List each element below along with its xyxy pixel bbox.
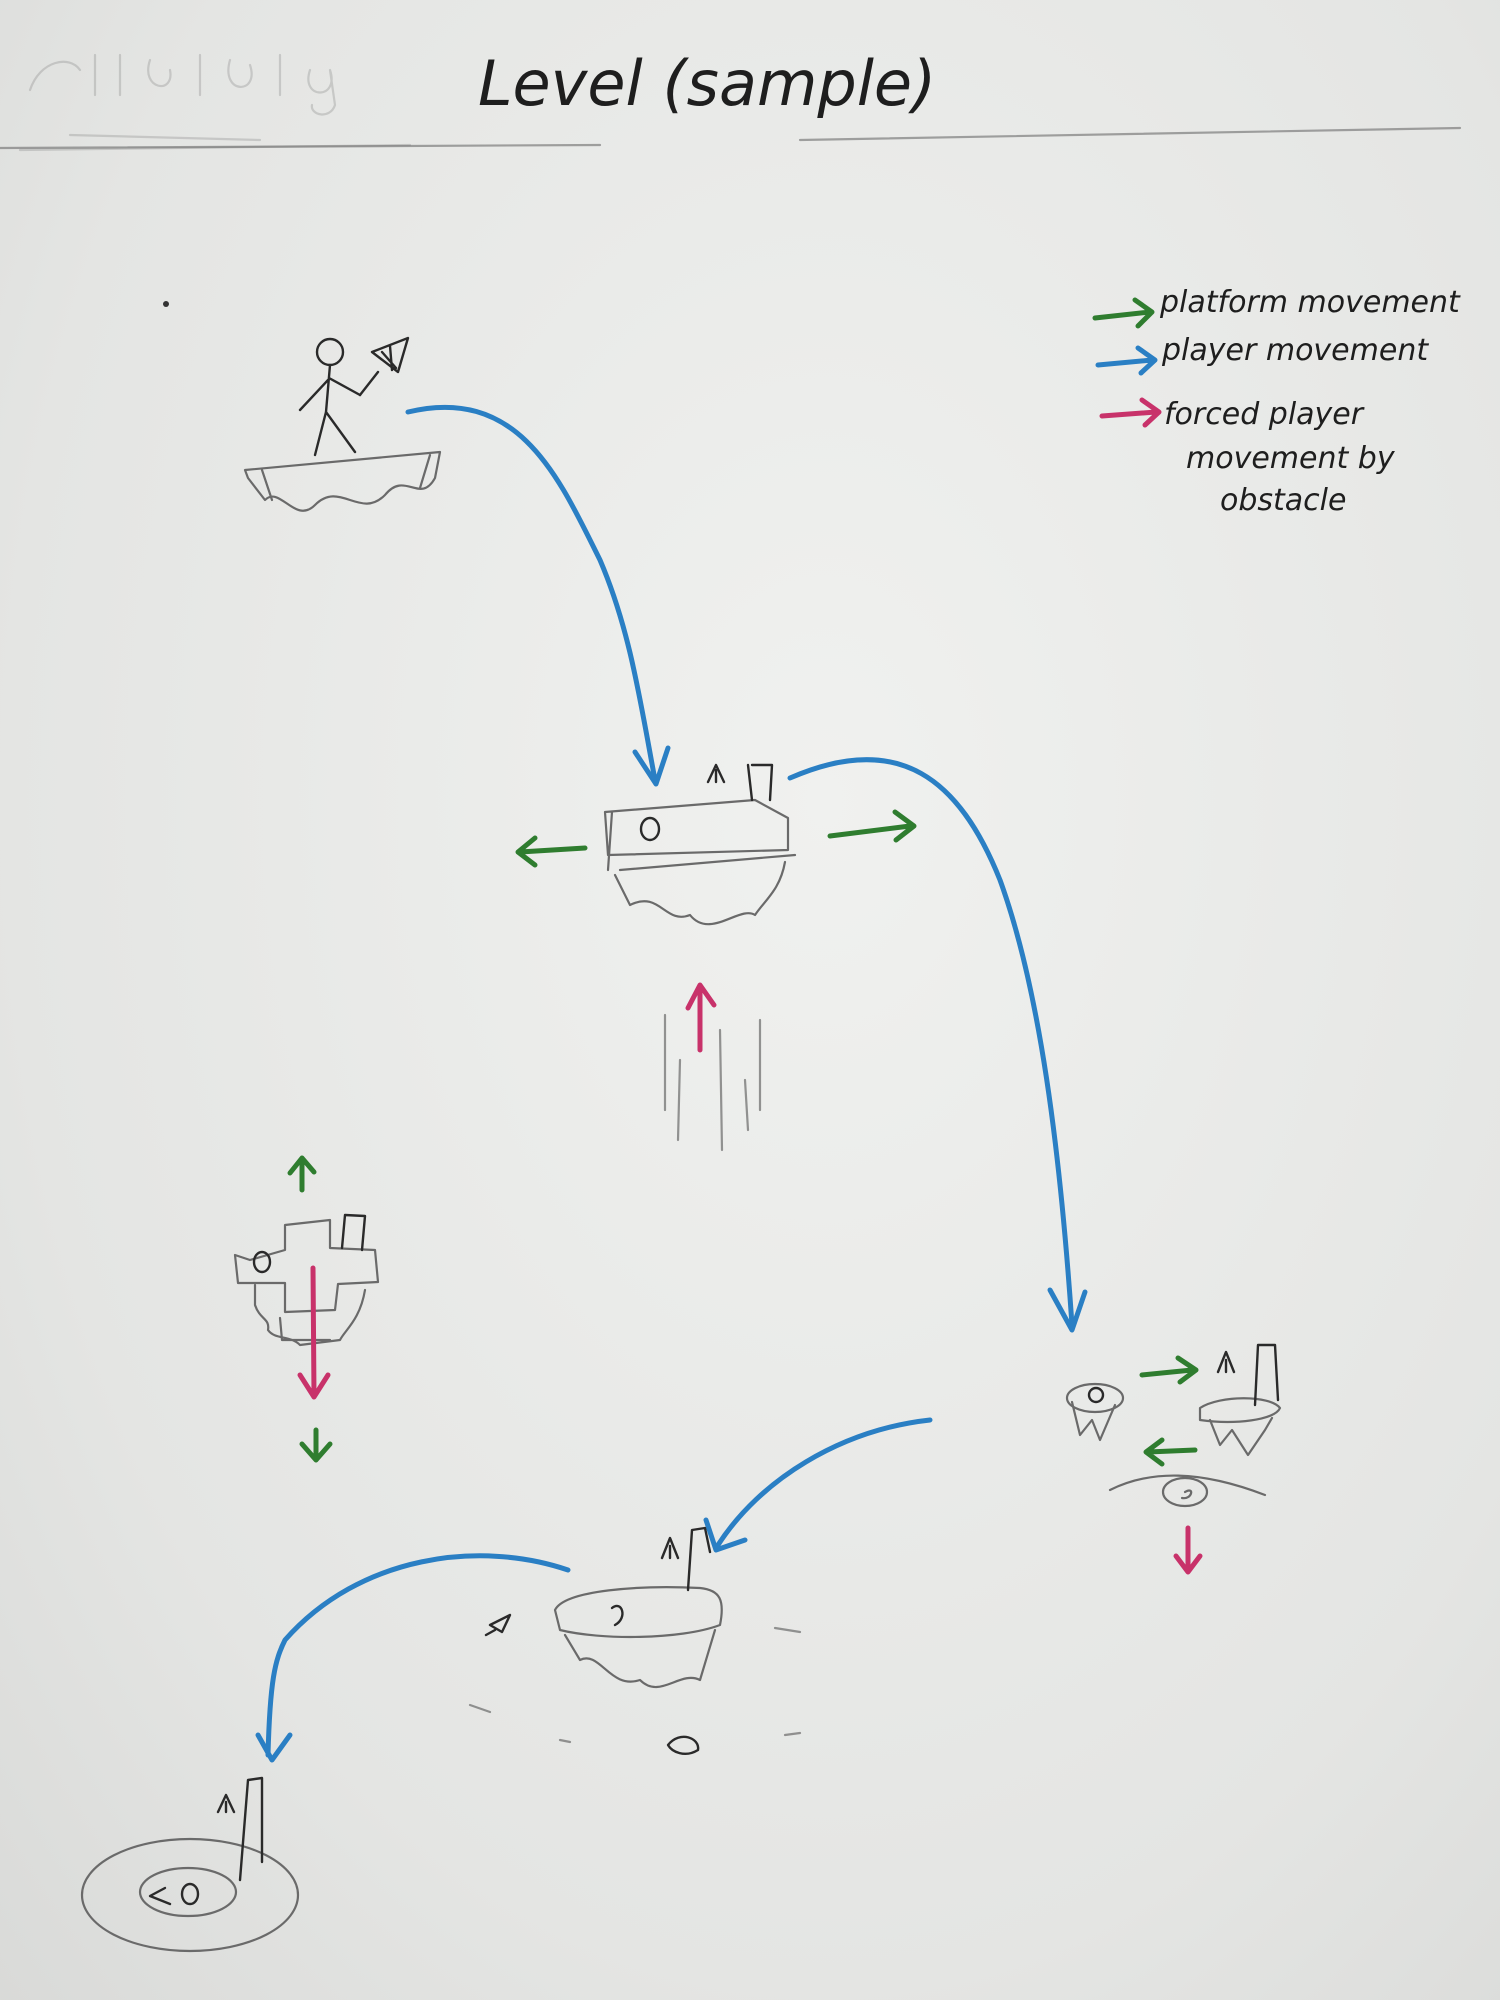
flag-icon: [746, 763, 774, 802]
spike-icon-bottom: [660, 1536, 680, 1560]
title-underline: [0, 126, 1462, 150]
spike-icon: [706, 763, 726, 784]
forced-up-arrow: [685, 982, 717, 1053]
legend-forced-label-3: obstacle: [1220, 483, 1346, 518]
bird-icon: [484, 1613, 512, 1637]
flag-icon-left: [340, 1213, 367, 1252]
start-platform: [243, 336, 442, 512]
legend-red-arrow-icon: [1099, 397, 1162, 428]
legend: platform movement player movement forced…: [1092, 285, 1461, 518]
portal-icon-bottom: [610, 1604, 624, 1627]
page-title: Level (sample): [478, 47, 936, 120]
player-jump-2: [787, 757, 1075, 1328]
platform-move-right-2: [1139, 1355, 1199, 1385]
flag-icon-right: [1253, 1343, 1280, 1407]
moving-platform-left: [233, 1155, 380, 1463]
legend-green-arrow-icon: [1092, 297, 1155, 329]
platform-move-up: [287, 1155, 317, 1193]
legend-player-label: player movement: [1161, 333, 1429, 368]
flag-icon-goal: [238, 1776, 264, 1882]
legend-blue-arrow-icon: [1095, 345, 1158, 376]
bottom-platform: [468, 1526, 802, 1755]
player-jump-1-arrowhead: [632, 745, 671, 787]
stray-dot: [163, 301, 169, 307]
player-jump-4: [265, 1553, 571, 1758]
umbrella-icon: [358, 336, 410, 397]
platform-move-left: [515, 835, 588, 868]
chevron-icon: [148, 1886, 172, 1906]
updraft-obstacle: [663, 982, 762, 1152]
player-jump-1: [405, 404, 658, 783]
platform-move-left-2: [1143, 1437, 1198, 1467]
platform-move-down: [299, 1427, 333, 1463]
portal-icon-left: [252, 1250, 272, 1274]
stick-figure-icon: [298, 337, 362, 457]
bird-icon-2: [666, 1735, 700, 1755]
player-jump-3-arrowhead: [703, 1517, 748, 1553]
player-jump-3: [715, 1417, 933, 1548]
moving-platform-middle: [603, 763, 797, 926]
player-jump-4-arrowhead: [255, 1732, 293, 1763]
erased-text: [18, 53, 412, 152]
forced-down-arrow: [297, 1265, 331, 1400]
legend-forced-label-2: movement by: [1186, 441, 1396, 476]
player-jump-2-arrowhead: [1047, 1287, 1088, 1333]
spike-icon-right: [1216, 1350, 1236, 1374]
right-platforms: [1065, 1343, 1282, 1575]
portal-icon-goal: [180, 1882, 200, 1906]
flag-icon-bottom: [686, 1526, 712, 1592]
portal-icon: [639, 816, 661, 842]
platform-move-right: [827, 809, 917, 843]
portal-icon-right: [1087, 1386, 1105, 1404]
legend-forced-label-1: forced player: [1164, 397, 1365, 432]
goal-platform: [80, 1776, 300, 1953]
spike-icon-goal: [216, 1793, 236, 1814]
whirlpool-icon: [1108, 1474, 1267, 1508]
forced-down-arrow-right: [1173, 1525, 1203, 1575]
legend-platform-label: platform movement: [1159, 285, 1461, 320]
